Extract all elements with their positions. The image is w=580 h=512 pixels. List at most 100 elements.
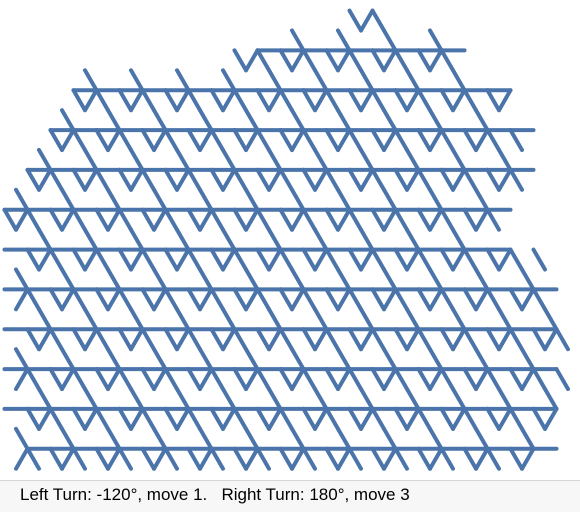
- tiling-edge: [198, 287, 214, 312]
- tiling-edge: [520, 446, 536, 471]
- tiling-edge: [83, 68, 99, 93]
- tiling-edge: [382, 347, 398, 372]
- tiling-edge: [439, 247, 455, 272]
- tiling-edge: [393, 207, 409, 232]
- tiling-edge: [324, 207, 340, 232]
- tiling-edge: [324, 128, 340, 152]
- tiling-edge: [428, 187, 444, 212]
- tiling-edge: [462, 247, 478, 272]
- tiling-edge: [48, 207, 64, 232]
- tiling-edge: [474, 287, 490, 312]
- tiling-edge: [416, 167, 432, 192]
- tiling-edge: [209, 446, 225, 471]
- tiling-edge: [313, 327, 329, 352]
- tiling-edge: [94, 207, 110, 232]
- tiling-edge: [255, 48, 271, 73]
- tiling-edge: [198, 267, 214, 292]
- tiling-edge: [543, 406, 559, 431]
- tiling-edge: [14, 347, 30, 372]
- tiling-edge: [359, 167, 375, 192]
- tiling-edge: [37, 227, 53, 252]
- tiling-edge: [393, 367, 409, 391]
- tiling-edge: [405, 307, 421, 332]
- tiling-edge: [451, 247, 467, 272]
- tiling-edge: [198, 108, 214, 133]
- tiling-edge: [336, 446, 352, 471]
- tiling-edge: [163, 88, 179, 113]
- tiling-edge: [382, 128, 398, 152]
- tiling-edge: [416, 327, 432, 352]
- tiling-edge: [370, 88, 386, 113]
- tiling-edge: [416, 88, 432, 113]
- tiling-edge: [255, 367, 271, 391]
- tiling-edge: [428, 367, 444, 391]
- tiling-edge: [416, 247, 432, 272]
- tiling-edge: [186, 367, 202, 391]
- tiling-edge: [140, 446, 156, 471]
- tiling-edge: [278, 406, 294, 431]
- tiling-edge: [209, 88, 225, 113]
- tiling-edge: [129, 406, 145, 431]
- tiling-edge: [255, 446, 271, 471]
- tiling-edge: [497, 247, 513, 272]
- tiling-edge: [278, 207, 294, 232]
- tiling-edge: [313, 167, 329, 192]
- tiling-edge: [106, 446, 122, 471]
- tiling-edge: [25, 167, 41, 192]
- tiling-edge: [244, 187, 260, 212]
- tiling-edge: [554, 327, 570, 352]
- tiling-edge: [497, 167, 513, 192]
- tiling-edge: [474, 267, 490, 292]
- tiling-edge: [370, 287, 386, 312]
- tiling-edge: [439, 287, 455, 312]
- tiling-edge: [106, 128, 122, 152]
- tiling-edge: [416, 406, 432, 431]
- tiling-edge: [462, 128, 478, 152]
- tiling-edge: [554, 367, 570, 391]
- tiling-edge: [232, 287, 248, 312]
- tiling-edge: [244, 207, 260, 232]
- tiling-edge: [117, 367, 133, 391]
- tiling-edge: [60, 287, 76, 312]
- tiling-edge: [485, 446, 501, 471]
- tiling-edge: [439, 88, 455, 113]
- tiling-edge: [244, 347, 260, 372]
- tiling-edge: [451, 227, 467, 252]
- tiling-edge: [106, 426, 122, 451]
- tiling-edge: [278, 128, 294, 152]
- tiling-edge: [508, 128, 524, 152]
- tiling-edge: [129, 387, 145, 411]
- tiling-edge: [106, 267, 122, 292]
- tiling-edge: [25, 327, 41, 352]
- tiling-edge: [163, 406, 179, 431]
- tiling-edge: [474, 367, 490, 391]
- tiling-edge: [221, 387, 237, 411]
- tiling-edge: [175, 227, 191, 252]
- tiling-edge: [25, 247, 41, 272]
- tiling-edge: [462, 367, 478, 391]
- tiling-edge: [382, 28, 398, 53]
- tiling-edge: [106, 207, 122, 232]
- tiling-edge: [451, 327, 467, 352]
- tiling-edge: [485, 207, 501, 232]
- tiling-edge: [439, 367, 455, 391]
- tiling-edge: [485, 128, 501, 152]
- tiling-edge: [186, 446, 202, 471]
- tiling-edge: [14, 207, 30, 232]
- tiling-edge: [290, 48, 306, 73]
- tiling-edge: [14, 426, 30, 451]
- tiling-edge: [497, 327, 513, 352]
- tiling-edge: [313, 148, 329, 172]
- tiling-edge: [175, 406, 191, 431]
- tiling-edge: [175, 387, 191, 411]
- tiling-edge: [255, 287, 271, 312]
- tiling-edge: [140, 207, 156, 232]
- tiling-edge: [14, 287, 30, 312]
- tiling-edge: [37, 327, 53, 352]
- tiling-edge: [290, 128, 306, 152]
- tiling-edge: [14, 187, 30, 212]
- tiling-edge: [255, 128, 271, 152]
- tiling-edge: [359, 148, 375, 172]
- tiling-edge: [393, 287, 409, 312]
- tiling-edge: [94, 446, 110, 471]
